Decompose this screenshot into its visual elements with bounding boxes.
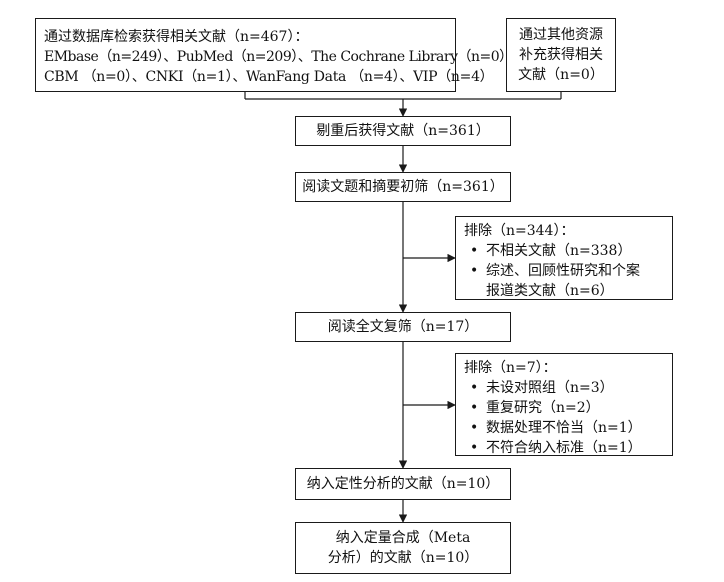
exclusion-2-item: 数据处理不恰当（n=1）	[464, 418, 672, 438]
other-sources-line-1: 通过其他资源	[519, 27, 603, 43]
exclusion-2-item: 重复研究（n=2）	[464, 398, 672, 418]
exclusion-1-item: 综述、回顾性研究和个案	[464, 261, 672, 281]
exclusion-2-title: 排除（n=7）：	[464, 360, 557, 376]
full-text-review-box: 阅读全文复筛（n=17）	[295, 312, 511, 342]
database-search-line-2: EMbase（n=249）、PubMed（n=209）、The Cochrane…	[44, 49, 520, 65]
exclusion-box-1: 排除（n=344）： 不相关文献（n=338） 综述、回顾性研究和个案 报道类文…	[455, 216, 673, 300]
quantitative-synthesis-line-2: 分析）的文献（n=10）	[327, 550, 479, 566]
database-search-line-1: 通过数据库检索获得相关文献（n=467）：	[44, 29, 309, 45]
qualitative-analysis-label: 纳入定性分析的文献（n=10）	[306, 476, 500, 492]
exclusion-2-item: 不符合纳入标准（n=1）	[464, 438, 672, 458]
title-abstract-screening-box: 阅读文题和摘要初筛（n=361）	[295, 172, 511, 202]
exclusion-box-2: 排除（n=7）： 未设对照组（n=3） 重复研究（n=2） 数据处理不恰当（n=…	[455, 353, 673, 458]
quantitative-synthesis-line-1: 纳入定量合成（Meta	[335, 530, 471, 546]
exclusion-1-title: 排除（n=344）：	[464, 223, 575, 239]
database-search-line-3: CBM （n=0）、CNKI（n=1）、WanFang Data （n=4）、V…	[44, 69, 494, 85]
exclusion-2-item: 未设对照组（n=3）	[464, 378, 672, 398]
title-abstract-screening-label: 阅读文题和摘要初筛（n=361）	[302, 179, 504, 195]
exclusion-2-list: 未设对照组（n=3） 重复研究（n=2） 数据处理不恰当（n=1） 不符合纳入标…	[464, 378, 672, 458]
exclusion-1-item: 不相关文献（n=338）	[464, 241, 672, 261]
exclusion-1-continuation: 报道类文献（n=6）	[486, 283, 614, 299]
exclusion-1-list: 不相关文献（n=338） 综述、回顾性研究和个案	[464, 241, 672, 281]
quantitative-synthesis-box: 纳入定量合成（Meta 分析）的文献（n=10）	[295, 522, 511, 574]
qualitative-analysis-box: 纳入定性分析的文献（n=10）	[295, 468, 511, 500]
other-sources-line-3: 文献（n=0）	[518, 67, 604, 83]
other-sources-box: 通过其他资源 补充获得相关 文献（n=0）	[506, 18, 616, 92]
full-text-review-label: 阅读全文复筛（n=17）	[327, 319, 479, 335]
deduplicated-label: 剔重后获得文献（n=361）	[316, 123, 490, 139]
deduplicated-box: 剔重后获得文献（n=361）	[295, 116, 511, 146]
database-search-box: 通过数据库检索获得相关文献（n=467）： EMbase（n=249）、PubM…	[35, 18, 520, 92]
other-sources-line-2: 补充获得相关	[519, 47, 603, 63]
